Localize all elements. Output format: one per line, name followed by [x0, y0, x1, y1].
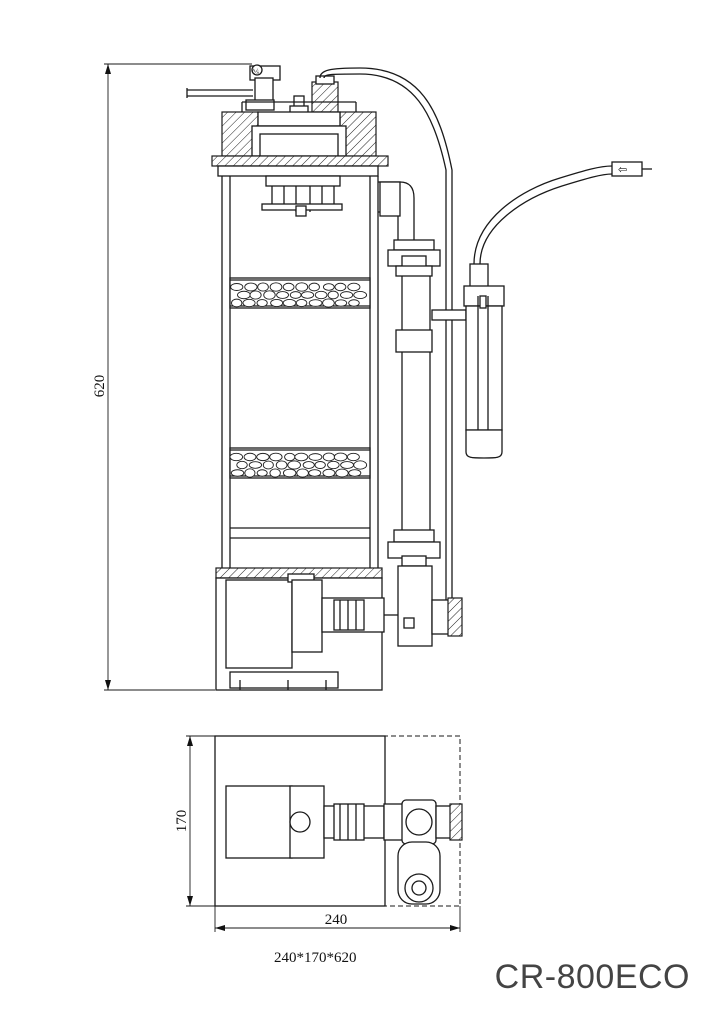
- pebble: [295, 282, 309, 292]
- pebble: [295, 298, 308, 308]
- pebble: [348, 299, 360, 307]
- pebble: [237, 290, 251, 300]
- pebble: [256, 452, 270, 462]
- front-elevation: 620 ⅍: [92, 63, 652, 691]
- pebble: [348, 469, 362, 477]
- height-dimension: 620: [92, 63, 252, 691]
- pebble: [289, 291, 302, 299]
- pebble: [333, 452, 348, 462]
- pebble: [262, 460, 274, 470]
- pebble: [242, 298, 256, 308]
- pebble: [308, 282, 320, 292]
- pebble: [276, 291, 289, 299]
- pebble: [244, 468, 256, 478]
- pebble: [236, 460, 248, 470]
- pebble: [269, 468, 281, 478]
- pebble: [346, 452, 360, 462]
- lid: [211, 101, 389, 177]
- pebble: [314, 290, 328, 300]
- pebble: [327, 290, 339, 300]
- reactor-chamber: [221, 175, 379, 568]
- pebble: [308, 299, 323, 307]
- overall-dimensions: 240*170*620: [274, 950, 357, 966]
- pebble: [302, 461, 315, 469]
- pebble: [308, 469, 322, 477]
- pebble: [269, 452, 283, 462]
- media-pebbles: [230, 282, 368, 308]
- pebble: [314, 461, 326, 469]
- pebble: [248, 461, 263, 469]
- pebble: [270, 298, 284, 308]
- pebble: [230, 469, 245, 477]
- pump-base: [215, 567, 385, 691]
- pebble: [231, 298, 243, 308]
- pebble: [230, 283, 244, 291]
- pebble: [249, 290, 262, 300]
- pebble: [300, 291, 315, 299]
- pebble: [275, 460, 288, 470]
- pebble: [282, 282, 295, 292]
- flow-control-symbol: ⅍: [252, 67, 259, 76]
- width-dimension: 240: [214, 906, 461, 932]
- top-view: 170 240: [174, 735, 463, 932]
- pebble: [340, 461, 355, 469]
- pebble: [256, 299, 268, 307]
- pebble: [334, 282, 347, 292]
- return-pipe: [378, 181, 467, 647]
- pebble: [322, 298, 335, 308]
- media-pebbles: [229, 452, 368, 478]
- pebble: [322, 283, 335, 291]
- pebble: [229, 452, 244, 462]
- pebble: [263, 290, 276, 300]
- pebble: [243, 452, 257, 462]
- pebble: [353, 460, 368, 470]
- pebble: [322, 468, 336, 478]
- height-label: 620: [92, 375, 108, 398]
- pebble: [282, 468, 297, 478]
- flow-meter: ⇦: [463, 161, 652, 459]
- pebble: [282, 299, 297, 307]
- depth-dimension: 170: [174, 735, 215, 907]
- model-name: CR-800ECO: [494, 958, 690, 996]
- pebble: [335, 468, 349, 478]
- pebble: [322, 452, 336, 462]
- pebble: [256, 469, 268, 477]
- pebble: [334, 299, 348, 307]
- depth-label: 170: [174, 810, 190, 833]
- arrow-left-icon: ⇦: [618, 163, 627, 176]
- pebble: [287, 460, 301, 470]
- pebble: [257, 282, 269, 292]
- pebble: [308, 453, 323, 461]
- pebble: [327, 460, 340, 470]
- pebble: [347, 282, 361, 292]
- pebble: [244, 282, 258, 292]
- pebble: [284, 452, 296, 462]
- pebble: [296, 468, 309, 478]
- top-valve-knob: [251, 64, 263, 76]
- width-label: 240: [325, 912, 348, 928]
- top-fittings: ⅍: [186, 64, 453, 626]
- pebble: [294, 452, 309, 462]
- pebble: [353, 290, 368, 300]
- pebble: [340, 291, 354, 299]
- pebble: [269, 282, 283, 292]
